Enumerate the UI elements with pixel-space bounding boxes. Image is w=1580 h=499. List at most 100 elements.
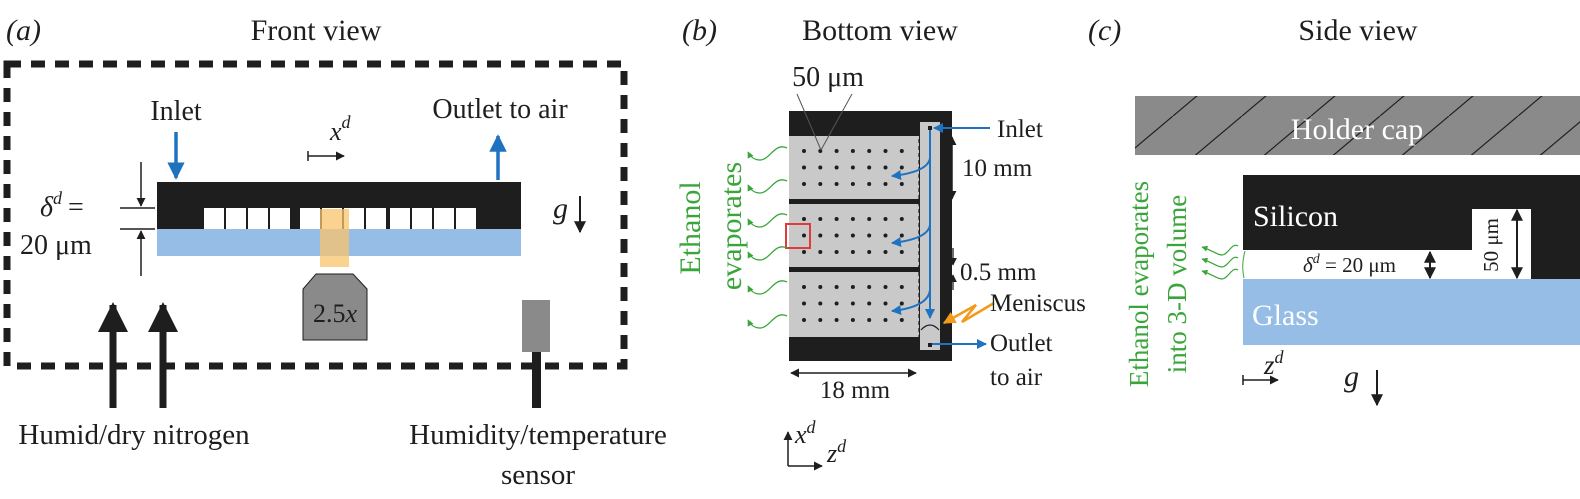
silicon-label: Silicon xyxy=(1253,200,1338,233)
pillar-dot xyxy=(802,285,806,289)
holder-cap-label: Holder cap xyxy=(1291,113,1423,146)
pillar-dot xyxy=(883,182,888,186)
evap-label-c-line2: into 3-D volume xyxy=(1162,195,1192,373)
sensor-head xyxy=(522,300,550,352)
pillar-dot xyxy=(867,318,872,322)
pillar-dot xyxy=(867,182,872,186)
pillar-dot xyxy=(883,250,888,254)
pillar-dot xyxy=(802,250,806,254)
sensor-stem xyxy=(532,352,541,408)
meniscus xyxy=(920,324,940,331)
evaporation-arrow xyxy=(747,213,788,228)
pillar-dot xyxy=(850,301,855,306)
evaporation-arrow xyxy=(747,314,788,329)
inlet-label-b: Inlet xyxy=(997,116,1043,143)
evaporation-arrow xyxy=(1201,268,1239,280)
pillar-dot xyxy=(850,250,855,254)
pillar-dot xyxy=(802,165,806,170)
channel-divider-2 xyxy=(789,267,919,272)
pillar-dot xyxy=(899,301,904,306)
evaporation-arrow xyxy=(747,179,788,194)
pillar-dot xyxy=(818,233,823,238)
pillar-dot xyxy=(899,217,904,221)
pillar-cell xyxy=(434,208,454,229)
pillar-dot xyxy=(867,301,872,306)
panel-a-label: (a) xyxy=(6,14,41,47)
inlet-port xyxy=(928,126,932,130)
evaporation-arrows xyxy=(747,146,788,329)
outlet-label-b-line1: Outlet xyxy=(990,330,1053,357)
pillar-dot xyxy=(883,233,888,238)
pillar-cell xyxy=(412,208,432,229)
pillar-dot xyxy=(867,233,872,238)
pillar-dot xyxy=(883,149,888,153)
pillar-dot xyxy=(867,285,872,289)
light-path xyxy=(320,209,349,267)
evaporation-arrow xyxy=(1201,244,1239,256)
pillar-dot xyxy=(818,165,823,170)
glass-label: Glass xyxy=(1252,299,1319,332)
pillar-dot xyxy=(834,301,839,306)
delta-label-c: δd = 20 μm xyxy=(1303,252,1396,277)
pillar-dot xyxy=(883,318,888,322)
evaporation-arrow xyxy=(747,280,788,295)
pillar-dot xyxy=(867,217,872,221)
pillar-dot xyxy=(802,182,806,186)
pillar-dot xyxy=(834,165,839,170)
evaporation-arrow xyxy=(747,146,788,161)
width-label: 18 mm xyxy=(820,377,891,404)
pillar-dot xyxy=(867,165,872,170)
evaporation-arrow xyxy=(1201,256,1239,268)
objective-lens xyxy=(302,273,368,341)
z-axis-label-c: zd xyxy=(1263,347,1285,380)
x-axis-label: xd xyxy=(329,112,352,146)
pillar-dot xyxy=(850,233,855,238)
panel-c-label: (c) xyxy=(1088,14,1121,47)
pillar-dot xyxy=(867,250,872,254)
pillar-dot xyxy=(834,217,839,221)
panel-a-front-view: (a) Front view 2.5x Inlet Outlet to air … xyxy=(3,14,667,491)
pillar-array xyxy=(802,149,904,322)
meniscus-pointer xyxy=(942,301,995,325)
pillar-dot xyxy=(802,217,806,221)
inlet-label: Inlet xyxy=(150,96,202,127)
pillar-dot xyxy=(818,318,823,322)
pillar-dot xyxy=(850,318,855,322)
pillar-dot xyxy=(899,149,904,153)
evap-label-b-line1: Ethanol xyxy=(674,181,707,274)
pillar-dot xyxy=(850,217,855,221)
branch-flow-1 xyxy=(891,157,931,180)
pillar-dot xyxy=(883,217,888,221)
evap-label-c-line1: Ethanol evaporates xyxy=(1124,181,1154,387)
gravity-label-c: g xyxy=(1344,360,1359,393)
panel-a-title: Front view xyxy=(251,14,382,47)
pillar-cell xyxy=(456,208,476,229)
pillar-dot xyxy=(899,182,904,186)
pillar-dot xyxy=(850,285,855,289)
pillar-dot xyxy=(899,250,904,254)
pillar-dot xyxy=(834,149,839,153)
pillar-dot xyxy=(818,301,823,306)
pillar-size-label: 50 μm xyxy=(792,62,864,93)
branch-flow-3 xyxy=(891,289,931,315)
pillar-dot xyxy=(850,182,855,186)
channel-divider-1 xyxy=(789,199,919,204)
panel-c-title: Side view xyxy=(1298,14,1417,47)
pillar-dot xyxy=(802,301,806,306)
gap-label: 0.5 mm xyxy=(960,259,1037,286)
pillar-dot xyxy=(802,318,806,322)
depth-label: 50 μm xyxy=(1479,218,1503,272)
svg-text:2.5x: 2.5x xyxy=(313,299,358,328)
spacing-label: 10 mm xyxy=(962,155,1033,182)
outlet-port xyxy=(928,343,932,347)
objective-magnification: 2.5 xyxy=(313,299,346,328)
pillar-dot xyxy=(899,165,904,170)
delta-value: 20 μm xyxy=(20,230,92,261)
highlight-box xyxy=(785,223,811,249)
pillar-dot xyxy=(818,182,823,186)
pillar-cell xyxy=(270,208,290,229)
nitrogen-label: Humid/dry nitrogen xyxy=(18,419,250,451)
pillar-dot xyxy=(883,285,888,289)
delta-label: δd= xyxy=(40,188,84,223)
pillar-dot xyxy=(802,149,806,153)
